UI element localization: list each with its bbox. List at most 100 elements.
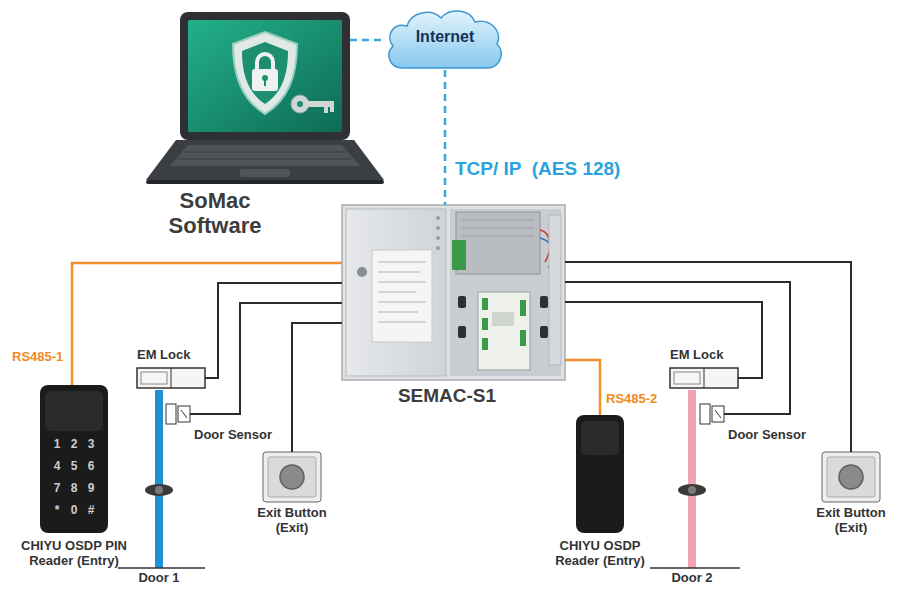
reader-illustration-part (45, 391, 103, 431)
exit-button-illustration-part (827, 457, 875, 497)
controller-enclosure-part (378, 302, 426, 303)
laptop-illustration-part (264, 79, 266, 86)
keypad-key: 7 (49, 482, 65, 496)
laptop-node: SoMac Software (180, 12, 350, 140)
laptop-illustration-part (170, 145, 360, 166)
reader-illustration-part (581, 421, 619, 455)
laptop-illustration-part (184, 152, 346, 153)
controller-enclosure-part (456, 212, 540, 274)
door-sensor-node: Door Sensor (700, 404, 724, 424)
node-label: Door Sensor (728, 428, 820, 443)
controller-enclosure-part (520, 330, 526, 346)
exit-button-node: Exit Button (Exit) (263, 452, 321, 502)
keypad-key: 6 (83, 460, 99, 474)
door-sensor-illustration-part (715, 410, 721, 418)
exit-button-illustration (263, 452, 880, 502)
controller-enclosure-part (462, 228, 534, 229)
keypad-key: 3 (83, 438, 99, 452)
laptop-illustration-part (291, 95, 309, 113)
node-label: Door 1 (129, 571, 189, 586)
keypad-key: 2 (66, 438, 82, 452)
signal-wire (205, 283, 342, 378)
controller-enclosure-part (372, 250, 432, 342)
door-sensor-node: Door Sensor (166, 404, 190, 424)
node-label: SEMAC-S1 (365, 385, 529, 407)
exit-button-node: Exit Button (Exit) (822, 452, 880, 502)
em-lock-illustration-part (704, 368, 705, 388)
cloud-node: Internet (385, 6, 505, 70)
laptop-illustration-part (252, 69, 278, 91)
controller-node: SEMAC-S1 (342, 205, 565, 380)
controller-enclosure-part (458, 326, 466, 338)
controller-enclosure-part (378, 322, 426, 323)
reader-node: CHIYU OSDP Reader (Entry) (576, 415, 624, 533)
door-illustration-part (118, 567, 205, 569)
door-illustration-part (145, 484, 173, 496)
signal-wire (292, 323, 342, 452)
door-sensor-illustration-part (166, 404, 176, 424)
laptop-illustration-part (146, 180, 384, 184)
exit-button-illustration-part (822, 452, 880, 502)
keypad-key: 8 (66, 482, 82, 496)
network-link (350, 39, 385, 42)
node-label: Exit Button (Exit) (801, 506, 901, 536)
door-sensor-illustration-part (178, 406, 190, 422)
controller-enclosure-part (436, 226, 440, 230)
network-link (444, 70, 447, 205)
door-node: Door 1 (155, 390, 163, 568)
controller-enclosure-part (549, 215, 561, 365)
node-label: EM Lock (137, 348, 213, 363)
exit-button-illustration-part (263, 452, 321, 502)
node-label: SoMac Software (148, 188, 282, 239)
controller-enclosure-part (378, 282, 426, 283)
controller-enclosure-part (482, 298, 488, 310)
em-lock-illustration-part (137, 368, 205, 388)
keypad-key: 1 (49, 438, 65, 452)
node-label: Internet (385, 28, 505, 46)
signal-wire (565, 282, 790, 414)
controller-enclosure-part (346, 209, 446, 376)
reader-illustration (40, 385, 624, 533)
keypad-key: # (83, 504, 99, 518)
laptop-illustration-part (179, 159, 352, 160)
controller-enclosure-part (378, 262, 426, 263)
rs485-wire (565, 360, 600, 415)
em-lock-node: EM Lock (670, 368, 738, 388)
controller-enclosure-part (436, 216, 440, 220)
signal-wire (190, 303, 342, 414)
controller-enclosure-part (357, 267, 367, 277)
signal-wire (565, 302, 762, 378)
keypad-key: 9 (83, 482, 99, 496)
laptop-illustration-part (242, 42, 288, 104)
laptop-illustration-part (330, 107, 334, 112)
laptop-illustration (146, 12, 384, 184)
laptop-illustration-part (308, 101, 334, 107)
controller-enclosure-part (378, 272, 420, 273)
reader-illustration-part (576, 415, 624, 533)
door-illustration-part (678, 484, 706, 496)
controller-enclosure-part (462, 220, 534, 221)
connector-label: RS485-1 (12, 350, 63, 365)
door-sensor-illustration-part (181, 410, 187, 418)
controller-enclosure-part (540, 296, 548, 308)
em-lock-illustration-part (141, 372, 167, 384)
controller-enclosure-part (482, 338, 488, 350)
controller-enclosure-part (540, 326, 548, 338)
controller-enclosure-part (482, 318, 488, 330)
exit-button-illustration-part (839, 465, 863, 489)
controller-enclosure-part (492, 312, 514, 326)
keypad-key: 5 (66, 460, 82, 474)
node-label: EM Lock (670, 348, 746, 363)
controller-enclosure-part (378, 312, 418, 313)
keypad-key: * (49, 504, 65, 518)
laptop-illustration-part (188, 20, 342, 132)
signal-wire (565, 262, 851, 452)
em-lock-node: EM Lock (137, 368, 205, 388)
door-illustration-part (688, 486, 696, 494)
node-label: Exit Button (Exit) (242, 506, 342, 536)
controller-enclosure-part (436, 236, 440, 240)
laptop-illustration-part (146, 140, 384, 180)
